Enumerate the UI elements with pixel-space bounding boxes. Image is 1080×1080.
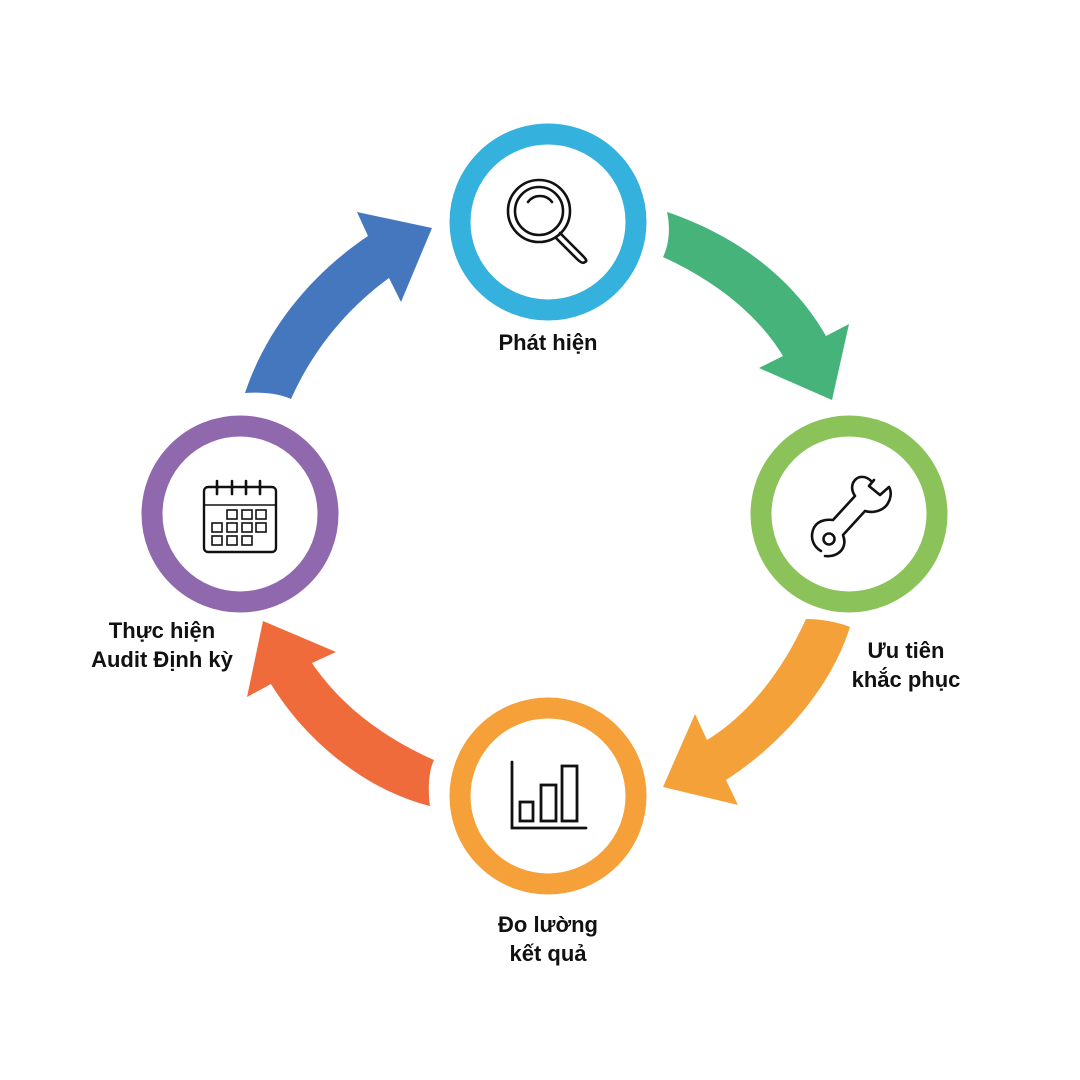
arrow-audit-to-detect (245, 212, 432, 399)
ring-audit (141, 415, 339, 613)
ring-detect (449, 123, 647, 321)
step-label-fix: Ưu tiên khắc phục (826, 636, 986, 694)
step-label-line: khắc phục (851, 667, 961, 692)
ring-measure (449, 697, 647, 895)
magnifier-icon (506, 178, 588, 265)
ring-fix (750, 415, 948, 613)
calendar-icon (202, 479, 278, 554)
bar-chart-icon-bar (518, 800, 535, 823)
wrench-icon (810, 475, 892, 558)
step-label-line: Thực hiện (108, 618, 216, 643)
step-label-line: Ưu tiên (867, 638, 945, 663)
step-label-line: Audit Định kỳ (91, 647, 233, 672)
step-label-line: Đo lường (498, 912, 598, 937)
arrow-measure-to-audit (247, 621, 434, 806)
bar-chart-icon-bar (539, 783, 558, 823)
bar-chart-icon (510, 760, 588, 830)
bar-chart-icon-bar (560, 764, 579, 823)
step-label-audit: Thực hiện Audit Định kỳ (62, 616, 262, 674)
step-label-measure: Đo lường kết quả (448, 910, 648, 968)
step-label-line: Phát hiện (498, 330, 598, 355)
arrow-detect-to-fix (663, 212, 849, 400)
arrow-fix-to-measure (663, 619, 850, 805)
step-label-line: kết quả (509, 941, 587, 966)
step-label-detect: Phát hiện (448, 328, 648, 357)
